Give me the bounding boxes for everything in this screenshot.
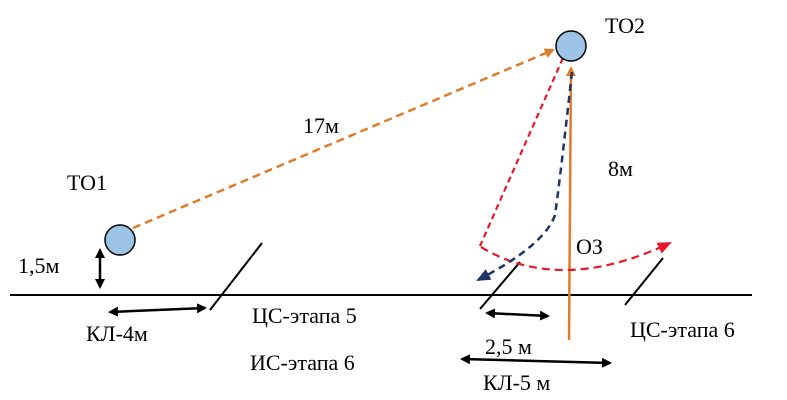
height-arrow-to2 [565,66,576,341]
height-to1-label: 1,5м [18,253,60,278]
dist-2-5-label: 2,5 м [485,334,532,359]
oz-label: ОЗ [576,234,603,259]
tick-line-2 [479,261,521,310]
dimension-arrow-kl4 [108,303,207,317]
dimension-arrow-2-5 [485,308,550,321]
cs-stage5-label: ЦС-этапа 5 [252,303,357,328]
node-to1-circle [104,224,136,256]
node-to2-circle [555,30,587,62]
node-to2-label: ТО2 [605,13,645,38]
height-to2-label: 8м [608,156,633,181]
is-stage6-label: ИС-этапа 6 [250,350,355,375]
distance-label: 17м [303,113,339,138]
red-dashed-line [478,57,565,247]
navy-dashed-curve [476,71,574,282]
node-to1-label: ТО1 [67,170,107,195]
tick-line-1 [209,242,263,311]
kl5-label: КЛ-5 м [483,370,550,395]
dimension-arrow-kl5 [460,354,612,368]
distance-arrow-to1-to2 [132,48,555,230]
kl4-label: КЛ-4м [86,321,148,346]
tick-line-3 [624,257,664,306]
cs-stage6-label: ЦС-этапа 6 [630,317,735,342]
